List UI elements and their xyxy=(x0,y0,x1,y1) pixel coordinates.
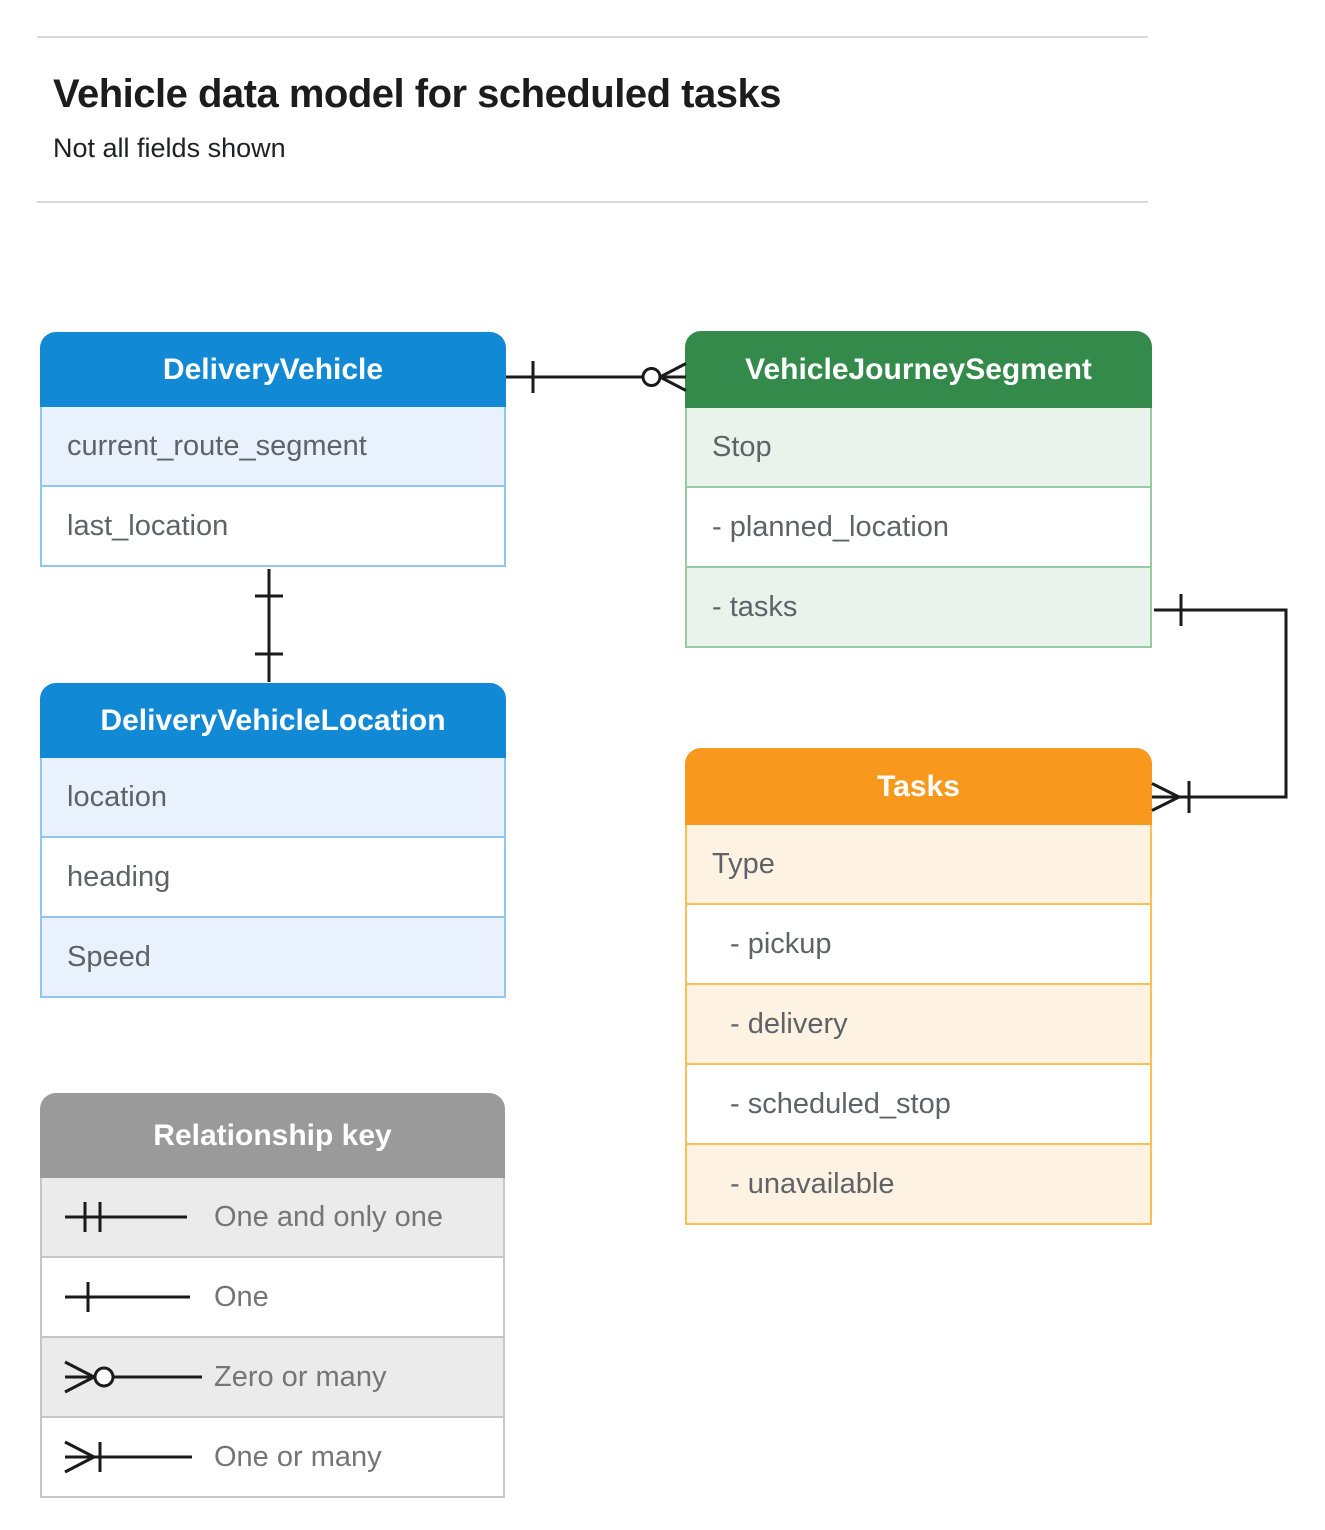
entity-title-delivery-vehicle: DeliveryVehicle xyxy=(40,332,506,407)
field-row: - delivery xyxy=(687,985,1150,1065)
connector-vehiclejourneysegment-tasks xyxy=(1151,594,1288,813)
field-row: Stop xyxy=(687,408,1150,488)
relationship-key-body: One and only one One xyxy=(40,1178,505,1498)
entity-delivery-vehicle: DeliveryVehicle current_route_segment la… xyxy=(40,332,506,567)
page-title: Vehicle data model for scheduled tasks xyxy=(53,72,781,116)
entity-body-delivery-vehicle: current_route_segment last_location xyxy=(40,407,506,567)
one-icon xyxy=(62,1275,214,1319)
legend-label: One xyxy=(214,1280,269,1313)
legend-item: One or many xyxy=(42,1418,503,1496)
top-divider xyxy=(37,36,1148,38)
entity-body-tasks: Type - pickup - delivery - scheduled_sto… xyxy=(685,825,1152,1225)
header-divider xyxy=(37,201,1148,203)
entity-title-vehicle-journey-segment: VehicleJourneySegment xyxy=(685,331,1152,408)
entity-body-vehicle-journey-segment: Stop - planned_location - tasks xyxy=(685,408,1152,648)
entity-delivery-vehicle-location: DeliveryVehicleLocation location heading… xyxy=(40,683,506,998)
entity-title-delivery-vehicle-location: DeliveryVehicleLocation xyxy=(40,683,506,758)
field-row: - planned_location xyxy=(687,488,1150,568)
field-row: - pickup xyxy=(687,905,1150,985)
connector-deliveryvehicle-vehiclejourneysegment xyxy=(506,361,687,393)
legend-label: One and only one xyxy=(214,1200,443,1233)
entity-vehicle-journey-segment: VehicleJourneySegment Stop - planned_loc… xyxy=(685,331,1152,648)
field-row: Speed xyxy=(42,918,504,996)
field-row: - unavailable xyxy=(687,1145,1150,1223)
relationship-key: Relationship key One and only one xyxy=(40,1093,505,1498)
entity-body-delivery-vehicle-location: location heading Speed xyxy=(40,758,506,998)
field-row: Type xyxy=(687,825,1150,905)
relationship-key-title: Relationship key xyxy=(40,1093,505,1178)
field-row: - tasks xyxy=(687,568,1150,646)
legend-item: One and only one xyxy=(42,1178,503,1258)
field-row: last_location xyxy=(67,509,229,542)
zero-or-many-icon xyxy=(62,1355,214,1399)
legend-label: Zero or many xyxy=(214,1360,387,1393)
field-row: - scheduled_stop xyxy=(687,1065,1150,1145)
field-row: location xyxy=(42,758,504,838)
page-subtitle: Not all fields shown xyxy=(53,133,286,163)
field-row: current_route_segment xyxy=(42,407,504,487)
legend-label: One or many xyxy=(214,1440,382,1473)
legend-item: One xyxy=(42,1258,503,1338)
entity-tasks: Tasks Type - pickup - delivery - schedul… xyxy=(685,748,1152,1225)
connector-deliveryvehicle-deliveryvehiclelocation xyxy=(255,569,283,682)
legend-item: Zero or many xyxy=(42,1338,503,1418)
entity-title-tasks: Tasks xyxy=(685,748,1152,825)
one-or-many-icon xyxy=(62,1435,214,1479)
field-row: heading xyxy=(42,838,504,918)
one-and-only-one-icon xyxy=(62,1195,214,1239)
